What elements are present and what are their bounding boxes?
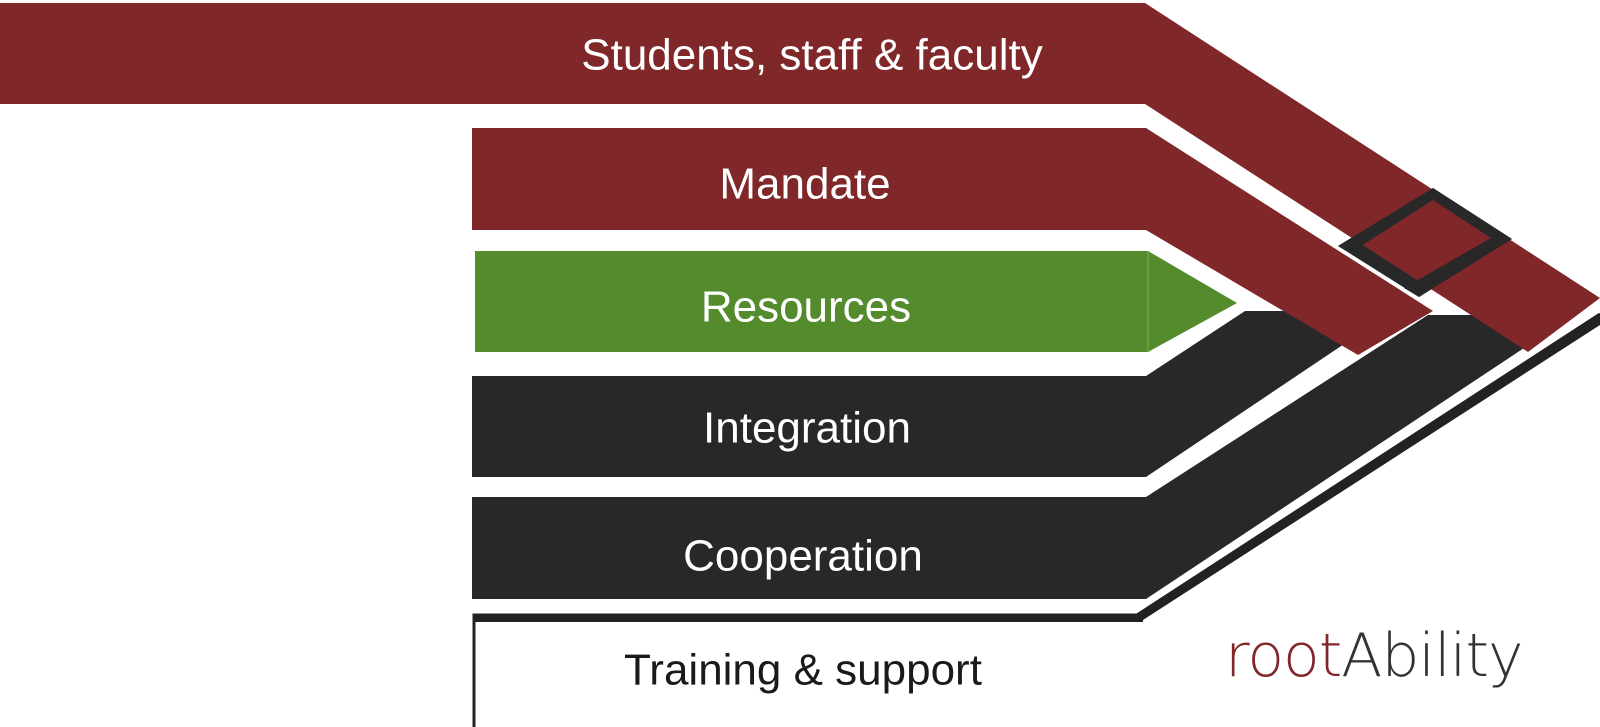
band-training-support (474, 315, 1600, 622)
label-cooperation: Cooperation (683, 532, 923, 581)
label-students-staff-faculty: Students, staff & faculty (581, 31, 1042, 80)
band-cooperation (472, 315, 1530, 599)
logo-prefix: root (1225, 621, 1341, 691)
band-resources (475, 251, 1237, 352)
label-training-support: Training & support (624, 646, 982, 695)
label-resources: Resources (701, 283, 911, 332)
band-training-support-outline (472, 312, 1600, 727)
band-mandate (472, 128, 1433, 355)
band-students-staff-faculty (0, 3, 1600, 352)
label-mandate: Mandate (719, 160, 890, 209)
logo-suffix: Ability (1341, 621, 1522, 691)
dark-crossing-band1 (1338, 188, 1512, 297)
rootability-logo: rootAbility (1225, 621, 1522, 691)
band-integration (472, 311, 1362, 477)
label-integration: Integration (703, 404, 911, 453)
